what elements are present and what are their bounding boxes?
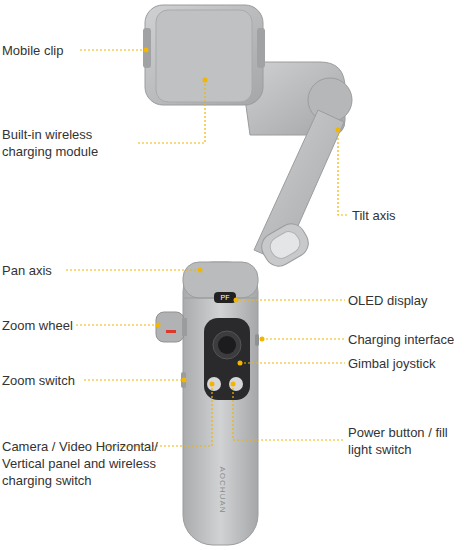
part-label: Zoom switch: [2, 372, 92, 389]
part-label: Zoom wheel: [2, 317, 92, 334]
part-label: Gimbal joystick: [348, 355, 466, 372]
part-label: Camera / Video Horizontal/ Vertical pane…: [2, 438, 160, 489]
part-label: Tilt axis: [352, 207, 462, 224]
part-label: Built-in wireless charging module: [2, 126, 127, 160]
part-label: Mobile clip: [2, 42, 92, 59]
part-label: Charging interface: [348, 331, 469, 348]
part-label: Pan axis: [2, 262, 82, 279]
part-label: Power button / fill light switch: [348, 424, 460, 458]
device-marking: PF: [214, 293, 236, 302]
device-marking: AOCHUAN: [217, 458, 227, 522]
part-label: OLED display: [348, 292, 466, 309]
